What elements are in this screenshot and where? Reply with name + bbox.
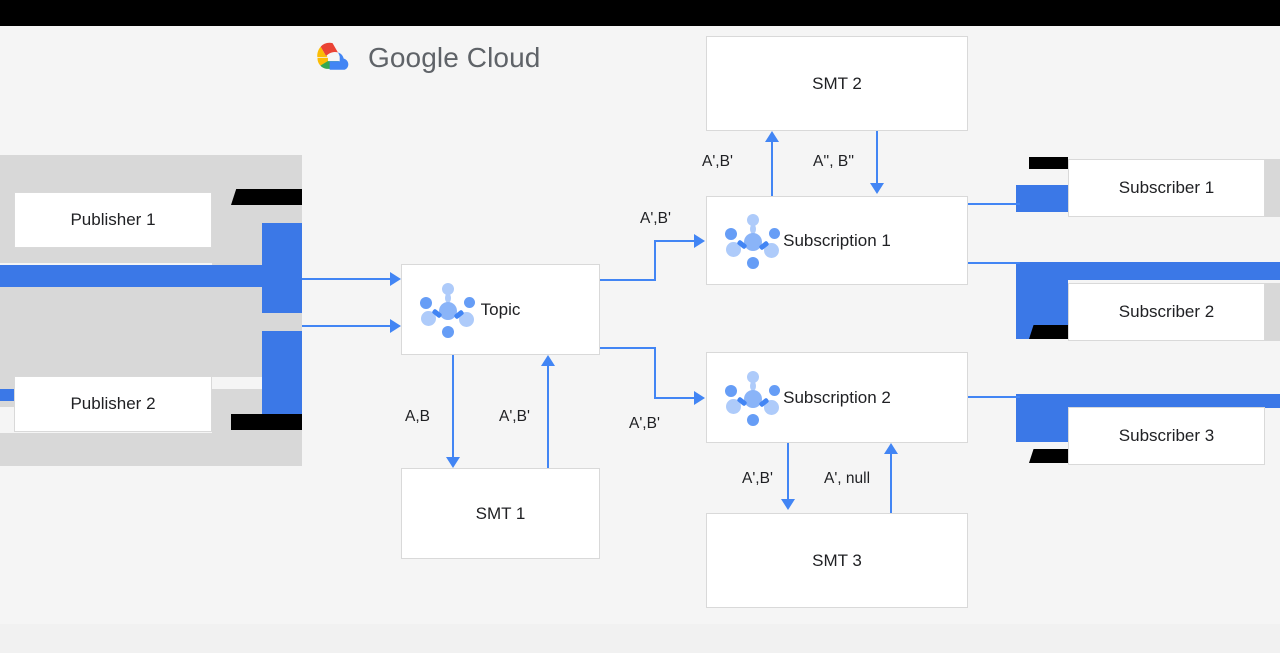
node-smt-2[interactable]: SMT 2	[706, 36, 968, 131]
node-label: Publisher 2	[70, 394, 156, 413]
node-label: SMT 2	[812, 73, 862, 93]
pubsub-icon	[725, 371, 780, 426]
arrowhead-sub1-smt2	[765, 131, 779, 142]
redaction-bar	[1029, 449, 1073, 463]
glitch-gray-band	[0, 433, 302, 466]
glitch-blue-block	[1016, 262, 1280, 280]
node-label: Publisher 1	[70, 210, 156, 229]
redaction-bar	[1029, 157, 1068, 169]
node-label: Subscriber 1	[1118, 178, 1215, 197]
glitch-blue-block	[1016, 394, 1068, 442]
connector-topic-sub2-seg3	[654, 397, 696, 399]
glitch-blue-block	[262, 331, 302, 421]
glitch-blue-block	[0, 265, 262, 287]
arrowhead-sub2-smt3	[781, 499, 795, 510]
glitch-blue-block	[1016, 394, 1280, 408]
connector-sub1-subscriber2	[968, 262, 1020, 264]
node-smt-3[interactable]: SMT 3	[706, 513, 968, 608]
node-topic[interactable]: Topic	[401, 264, 600, 355]
node-label: Subscription 2	[783, 387, 891, 407]
connector-topic-smt1	[452, 355, 454, 459]
google-cloud-logo-icon	[317, 42, 349, 70]
arrowhead-smt1-topic	[541, 355, 555, 366]
wordmark-google: Google	[368, 42, 459, 73]
connector-sub2-subscriber3	[968, 396, 1020, 398]
node-label: SMT 3	[812, 550, 862, 570]
pubsub-icon	[725, 214, 780, 269]
node-smt-1[interactable]: SMT 1	[401, 468, 600, 559]
top-black-bar	[0, 0, 1280, 26]
node-subscription-2[interactable]: Subscription 2	[706, 352, 968, 443]
redaction-bar	[231, 189, 308, 205]
connector-topic-sub1-seg2	[654, 240, 656, 281]
node-publisher-1[interactable]: Publisher 1	[14, 192, 212, 248]
wordmark-cloud: Cloud	[466, 42, 541, 73]
arrowhead-smt2-sub1	[870, 183, 884, 194]
edge-label-smt3-to-sub2: A', null	[824, 470, 871, 487]
connector-smt3-sub2	[890, 452, 892, 513]
glitch-blue-block	[262, 223, 302, 313]
node-label: Topic	[480, 299, 521, 319]
node-subscriber-1[interactable]: Subscriber 1	[1068, 159, 1265, 217]
edge-label-topic-to-sub2: A',B'	[629, 415, 660, 432]
google-cloud-wordmark: Google Cloud	[368, 42, 540, 74]
node-label: Subscriber 3	[1118, 426, 1215, 445]
edge-label-topic-to-smt1: A,B	[405, 408, 430, 425]
connector-pub2-topic	[302, 325, 392, 327]
redaction-bar	[1029, 325, 1073, 339]
glitch-gray-band	[1265, 283, 1280, 341]
connector-smt1-topic	[547, 364, 549, 468]
node-subscriber-3[interactable]: Subscriber 3	[1068, 407, 1265, 465]
connector-topic-sub1-seg3	[654, 240, 696, 242]
connector-sub2-smt3	[787, 443, 789, 501]
connector-pub1-topic	[302, 278, 392, 280]
node-label: SMT 1	[475, 503, 526, 523]
arrowhead-topic-smt1	[446, 457, 460, 468]
edge-label-sub1-to-smt2: A',B'	[702, 153, 733, 170]
connector-smt2-sub1	[876, 131, 878, 185]
edge-label-topic-to-sub1: A',B'	[640, 210, 671, 227]
node-label: Subscription 1	[783, 230, 891, 250]
glitch-blue-block	[0, 389, 14, 401]
node-subscriber-2[interactable]: Subscriber 2	[1068, 283, 1265, 341]
redaction-bar	[231, 414, 302, 430]
arrowhead-topic-sub2	[694, 391, 705, 405]
arrowhead-pub2-topic	[390, 319, 401, 333]
google-cloud-logo: Google Cloud	[310, 40, 540, 76]
glitch-blue-block	[1016, 185, 1068, 212]
edge-label-smt1-to-topic: A',B'	[499, 408, 530, 425]
pubsub-icon	[420, 283, 475, 338]
node-subscription-1[interactable]: Subscription 1	[706, 196, 968, 285]
connector-topic-sub2-seg2	[654, 347, 656, 398]
edge-label-sub2-to-smt3: A',B'	[742, 470, 773, 487]
arrowhead-smt3-sub2	[884, 443, 898, 454]
arrowhead-pub1-topic	[390, 272, 401, 286]
connector-topic-sub1-seg1	[600, 279, 656, 281]
edge-label-smt2-to-sub1: A'', B''	[813, 153, 855, 170]
glitch-gray-band	[0, 281, 302, 377]
node-label: Subscriber 2	[1118, 302, 1215, 321]
connector-topic-sub2-seg1	[600, 347, 656, 349]
page-footer-band	[0, 624, 1280, 653]
connector-sub1-subscriber1	[968, 203, 1020, 205]
node-publisher-2[interactable]: Publisher 2	[14, 376, 212, 432]
arrowhead-topic-sub1	[694, 234, 705, 248]
connector-sub1-smt2	[771, 140, 773, 196]
glitch-gray-band	[1265, 159, 1280, 217]
